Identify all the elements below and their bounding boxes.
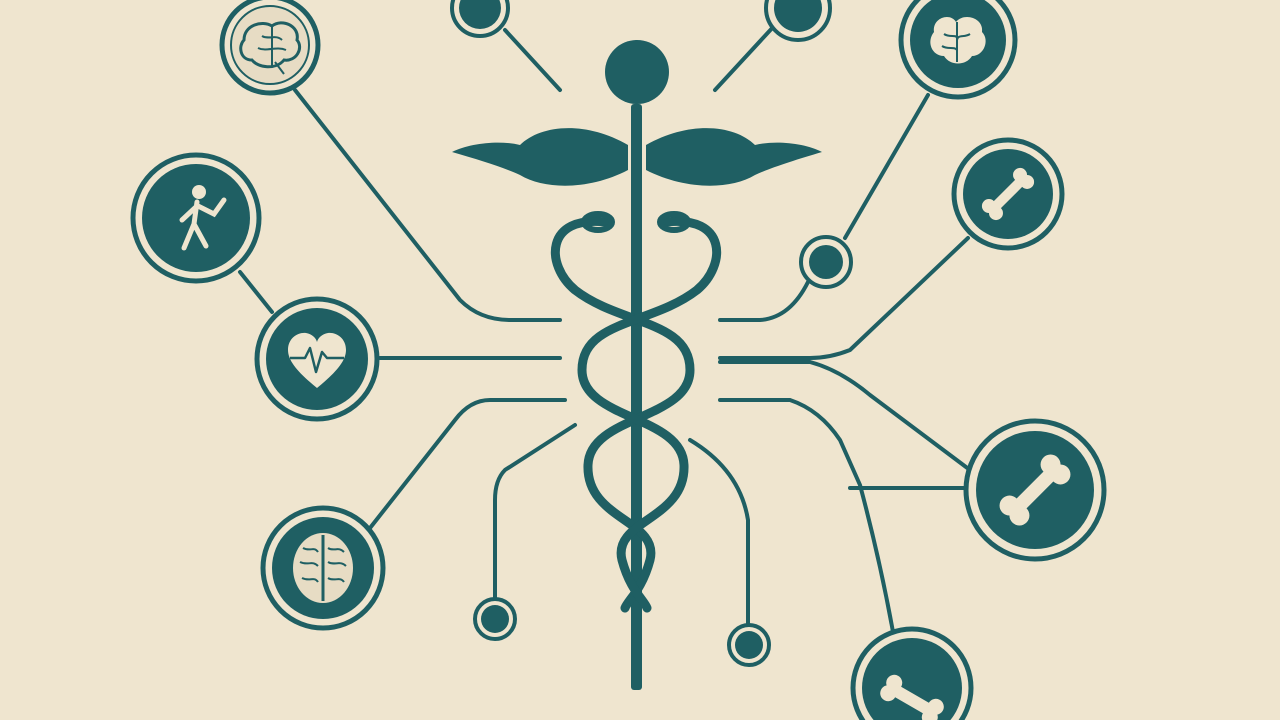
connector-brain-bottom-left [368, 398, 567, 530]
brain-icon [930, 17, 986, 64]
snake-left [550, 216, 695, 613]
node-brain-top-left [219, 0, 321, 96]
connector-bottom-right-dot [688, 438, 750, 630]
connector-bottom-left-dot [493, 423, 577, 600]
bone-icon [880, 674, 944, 720]
endpoint-dots [450, 0, 853, 667]
node-heart [254, 296, 380, 422]
staff [631, 104, 642, 690]
bottom-left-dot [473, 597, 517, 641]
node-bone-upper-right [951, 137, 1065, 251]
node-brain-bottom-left [260, 505, 386, 631]
connector-right-mid-dot [718, 280, 810, 322]
connector-brain-top-left [293, 88, 562, 322]
right-mid-dot [799, 235, 853, 289]
brain-icon [293, 533, 353, 603]
connector-bone-bottom-right [718, 398, 895, 634]
snake-head-left [581, 211, 615, 233]
node-bone-bottom-right [850, 626, 974, 720]
connector-top-left [503, 28, 562, 92]
connector-lines [238, 23, 972, 634]
node-runner [130, 152, 262, 284]
bottom-right-dot [727, 623, 771, 667]
top-left-dot [450, 0, 510, 38]
heart-pulse-icon [288, 332, 346, 388]
runner-icon [179, 185, 227, 251]
connector-top-right [713, 23, 777, 92]
snake-right [577, 216, 722, 613]
node-brain-top-right [898, 0, 1018, 100]
connector-runner [238, 270, 274, 314]
wing-left [452, 128, 628, 186]
bone-icon [999, 454, 1071, 526]
bone-icon [981, 167, 1035, 221]
caduceus-icon [452, 40, 822, 690]
brain-icon [239, 21, 302, 75]
node-bone-right [963, 418, 1107, 562]
connector-bone-right [718, 360, 972, 490]
staff-orb [605, 40, 669, 104]
top-right-dot [764, 0, 832, 42]
connector-bone-upper-right [718, 236, 970, 360]
snake-head-right [657, 211, 691, 233]
connector-brain-top-right [843, 93, 930, 240]
wing-right [646, 128, 822, 186]
